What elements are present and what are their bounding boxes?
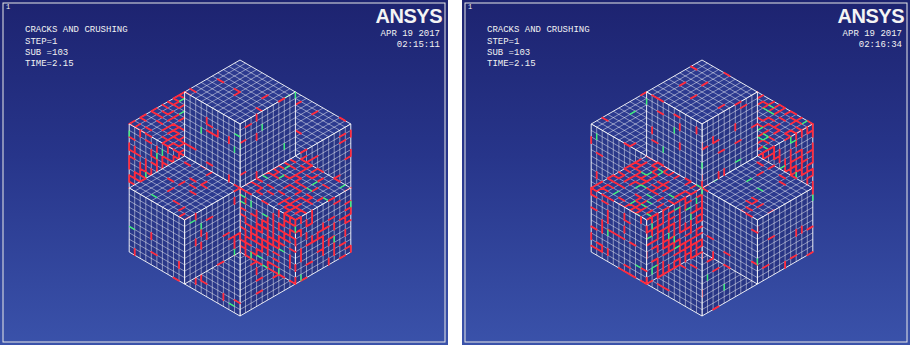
crack-mark xyxy=(652,95,702,188)
window-number: 1 xyxy=(468,4,472,11)
block-face xyxy=(702,188,757,284)
crack-mark xyxy=(185,118,240,188)
mesh-grid xyxy=(702,95,757,185)
block-face xyxy=(647,188,702,284)
crack-mark xyxy=(680,66,730,108)
block-face xyxy=(295,188,350,284)
crush-mark xyxy=(240,92,295,150)
crush-mark xyxy=(608,230,641,268)
time-stamp: 02:15:11 xyxy=(397,41,440,50)
solid-block xyxy=(647,60,758,188)
mesh-grid xyxy=(185,191,240,281)
result-window: 1CRACKS AND CRUSHING STEP=1SUB =103TIME=2… xyxy=(462,0,910,345)
window-number: 1 xyxy=(6,4,10,11)
block-face xyxy=(240,188,295,284)
crush-mark xyxy=(596,134,597,140)
block-face xyxy=(702,92,757,188)
crush-mark xyxy=(240,194,295,274)
mesh-grid xyxy=(240,95,295,185)
plot-title: CRACKS AND CRUSHING xyxy=(487,26,590,35)
block-face xyxy=(591,188,646,284)
crush-mark xyxy=(151,194,157,197)
step-value: STEP=1 xyxy=(25,38,57,47)
crush-mark xyxy=(190,220,234,255)
crack-mark xyxy=(240,188,295,284)
crack-mark xyxy=(295,198,350,281)
block-face xyxy=(240,92,295,188)
crush-mark xyxy=(812,194,813,200)
software-logo: ANSYS xyxy=(376,6,442,26)
crack-mark xyxy=(240,98,284,178)
crack-mark xyxy=(591,188,646,284)
block-face xyxy=(185,92,240,188)
block-face xyxy=(185,188,240,284)
crush-mark xyxy=(647,188,702,274)
crack-mark xyxy=(135,233,179,281)
plot-title: CRACKS AND CRUSHING xyxy=(25,26,128,35)
crush-mark xyxy=(757,258,758,264)
substep-value: SUB =103 xyxy=(25,49,68,58)
crush-mark xyxy=(647,98,702,188)
mesh-grid xyxy=(647,95,702,185)
mesh-grid xyxy=(185,95,240,185)
substep-value: SUB =103 xyxy=(487,49,530,58)
software-logo: ANSYS xyxy=(838,6,904,26)
date-stamp: APR 19 2017 xyxy=(381,30,440,39)
time-value: TIME=2.15 xyxy=(487,60,536,69)
crush-mark xyxy=(262,166,345,201)
crush-mark xyxy=(301,201,351,281)
mesh-grid xyxy=(129,191,184,281)
crack-mark xyxy=(196,188,240,265)
step-value: STEP=1 xyxy=(487,38,519,47)
crush-mark xyxy=(129,226,135,229)
window-frame xyxy=(465,3,907,342)
solid-block xyxy=(185,60,296,188)
crush-mark xyxy=(713,178,763,191)
crack-mark xyxy=(757,188,812,268)
crush-mark xyxy=(735,159,741,162)
time-stamp: 02:16:34 xyxy=(859,41,902,50)
block-face xyxy=(647,92,702,188)
window-frame xyxy=(3,3,445,342)
mesh-grid xyxy=(295,191,350,281)
block-face xyxy=(129,188,184,284)
crack-mark xyxy=(702,102,757,182)
crack-mark xyxy=(702,188,757,268)
result-window: 1CRACKS AND CRUSHING STEP=1SUB =103TIME=2… xyxy=(0,0,448,345)
date-stamp: APR 19 2017 xyxy=(843,30,902,39)
block-face xyxy=(757,188,812,284)
crush-mark xyxy=(201,127,240,153)
crush-mark xyxy=(630,111,636,114)
time-value: TIME=2.15 xyxy=(25,60,74,69)
